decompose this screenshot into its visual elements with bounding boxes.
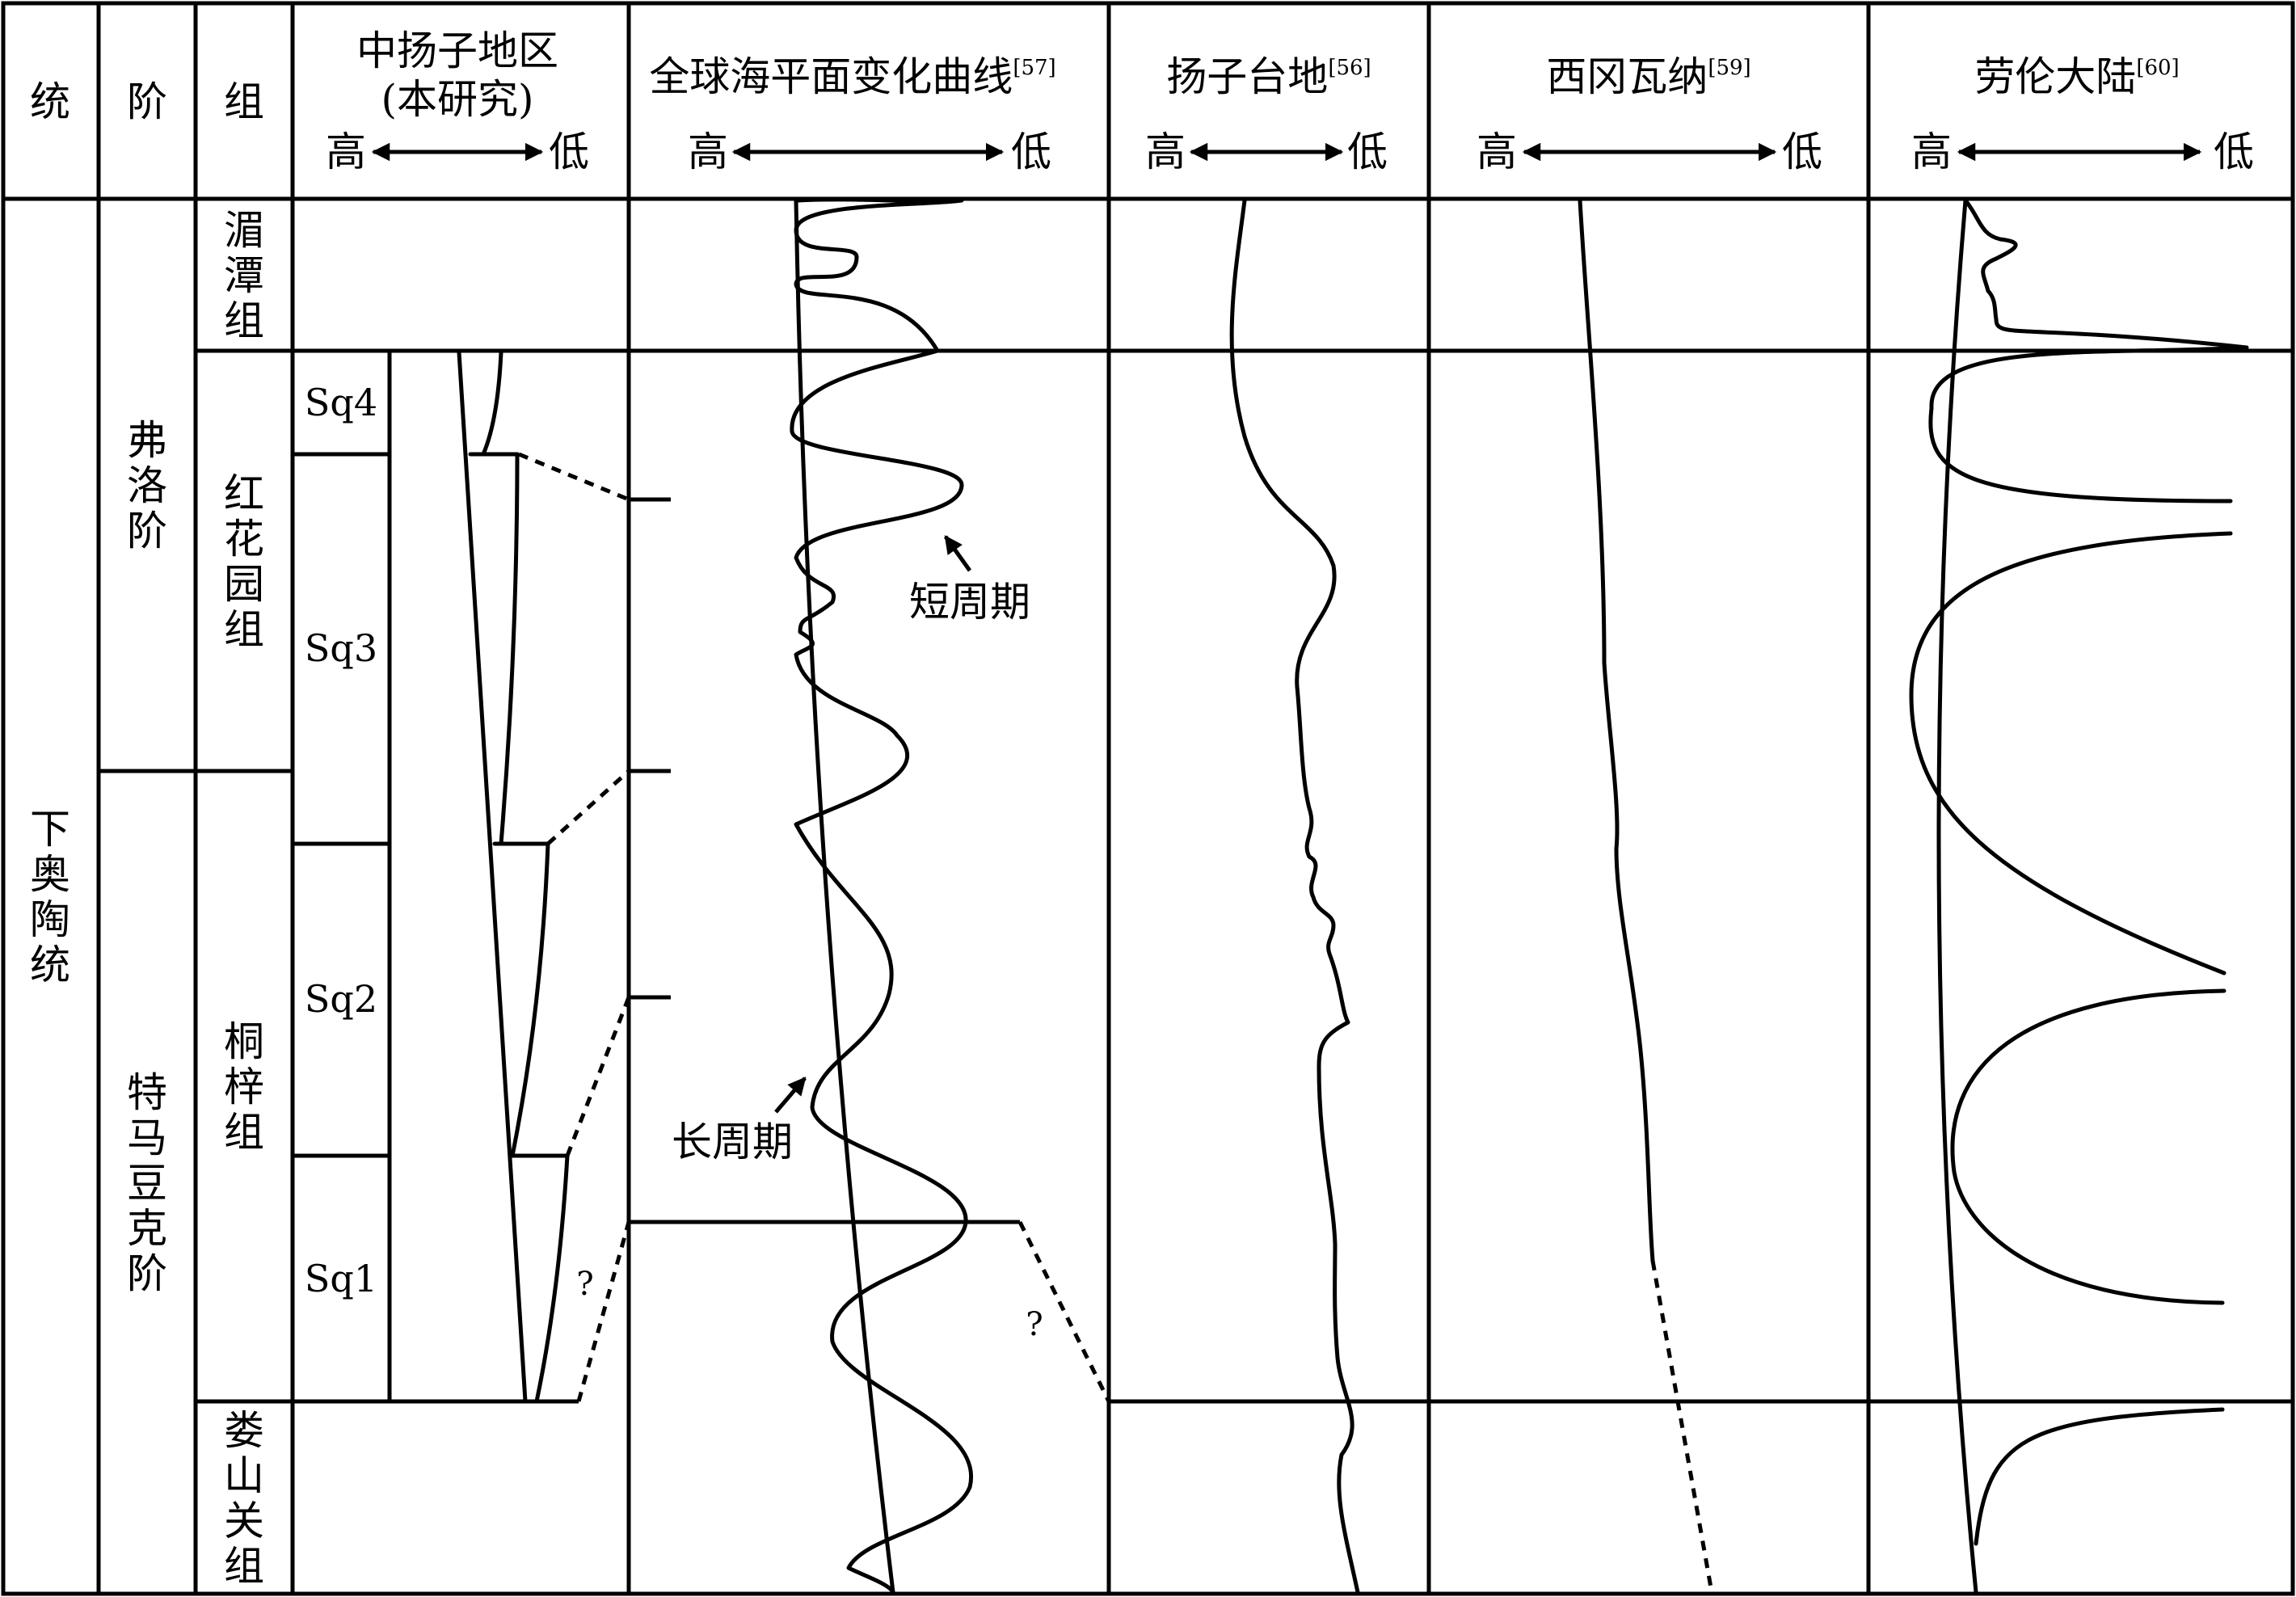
- header-laurentia-title: 劳伦大陆[60]: [1974, 53, 2179, 100]
- header-high-label: 高: [1911, 129, 1952, 175]
- stage-label-floian: 弗洛阶: [127, 417, 167, 554]
- regional-long-trend-line: [457, 350, 528, 1404]
- laurentia-short-cycle-4: [1974, 1407, 2225, 1546]
- global-sea-level-curve: 短周期 长周期: [672, 197, 1030, 1595]
- correlation-line-sq2: [565, 997, 631, 1157]
- sequence-label-sq4: Sq4: [305, 381, 377, 424]
- header-high-label: 高: [1477, 129, 1517, 175]
- sequence-label-sq1: Sq1: [305, 1257, 377, 1300]
- laurentia-short-cycle-2: [1909, 531, 2233, 975]
- header-low-label: 低: [1011, 129, 1051, 175]
- header-formation: 组: [224, 78, 264, 125]
- header-low-label: 低: [1347, 129, 1388, 175]
- header-high-label: 高: [326, 129, 366, 175]
- formation-label-tongzi: 桐梓组: [224, 1018, 264, 1156]
- header-global-title: 全球海平面变化曲线[57]: [649, 53, 1055, 100]
- short-cycle-arrow: [943, 535, 972, 572]
- correlation-line-sq4: [518, 452, 630, 502]
- header-region-subtitle: (本研究): [381, 76, 533, 123]
- header-yangtze-title: 扬子台地[56]: [1166, 53, 1371, 100]
- global-short-cycle-curve: [790, 197, 974, 1595]
- header-avalonia: 西冈瓦纳[59] 高 低: [1477, 53, 1822, 175]
- sequence-label-sq3: Sq3: [305, 626, 377, 670]
- header-global: 全球海平面变化曲线[57] 高 低: [649, 53, 1055, 175]
- regional-sea-level-curve: ?: [457, 350, 594, 1404]
- correlation-lines: ?: [518, 452, 1111, 1403]
- long-cycle-arrow: [774, 1077, 807, 1114]
- laurentia-curves: [1909, 198, 2249, 1595]
- sq3-wedge: [468, 452, 550, 846]
- header-low-label: 低: [549, 129, 589, 175]
- stage-label-tremadocian: 特马豆克阶: [127, 1069, 167, 1297]
- yangtze-platform-curve: [1229, 198, 1360, 1595]
- formation-label-meitan: 湄潭组: [224, 207, 264, 344]
- sq2-wedge: [492, 841, 570, 1158]
- header-laurentia: 劳伦大陆[60] 高 低: [1911, 53, 2254, 175]
- series-label-lower-ordovician: 下奥陶统: [30, 806, 70, 988]
- long-cycle-label: 长周期: [672, 1119, 793, 1165]
- correlation-line-sq3: [546, 769, 630, 845]
- sequence-label-sq2: Sq2: [305, 977, 377, 1021]
- correlation-line-global-base: [1017, 1220, 1111, 1403]
- correlation-line-sq1: [576, 1221, 631, 1402]
- sq4-wedge: [481, 350, 520, 457]
- header-yangtze: 扬子台地[56] 高 低: [1145, 53, 1388, 175]
- header-high-label: 高: [1145, 129, 1186, 175]
- header-region-title: 中扬子地区: [356, 27, 558, 74]
- laurentia-short-cycle-3: [1950, 988, 2226, 1305]
- laurentia-short-cycle-1: [1928, 198, 2249, 504]
- formation-label-honghuayuan: 红花园组: [224, 470, 264, 653]
- west-gondwana-curve: [1578, 198, 1655, 1263]
- short-cycle-label: 短周期: [909, 579, 1030, 626]
- header-stage: 阶: [127, 78, 167, 125]
- formation-label-loushanguan: 娄山关组: [224, 1407, 264, 1590]
- header-region: 中扬子地区 (本研究) 高 低: [326, 27, 589, 175]
- global-unknown-mark: ?: [1026, 1306, 1043, 1343]
- header-avalonia-title: 西冈瓦纳[59]: [1546, 53, 1750, 100]
- sq1-wedge: [508, 1153, 570, 1404]
- header-low-label: 低: [1782, 129, 1822, 175]
- laurentia-long-trend-line: [1936, 198, 1978, 1595]
- header-high-label: 高: [688, 129, 728, 175]
- global-long-cycle-curve: [794, 198, 895, 1595]
- header-series: 统: [30, 78, 70, 125]
- west-gondwana-inferred-curve: [1650, 1260, 1714, 1593]
- header-low-label: 低: [2214, 129, 2254, 175]
- regional-unknown-mark: ?: [576, 1266, 593, 1303]
